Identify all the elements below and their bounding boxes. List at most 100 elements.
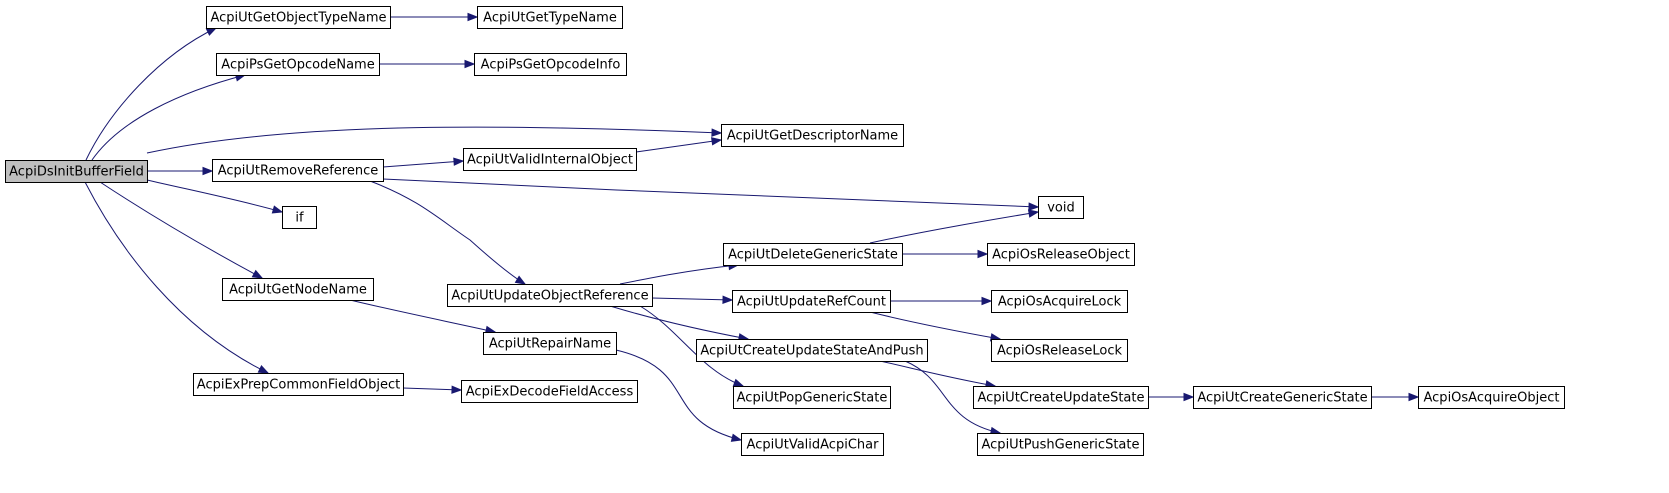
edge-n0-n5 [146, 126, 723, 154]
edge-arrowhead [205, 27, 218, 36]
node-box[interactable] [212, 159, 384, 182]
node-label: AcpiUtRemoveReference [218, 164, 379, 179]
function-node[interactable]: AcpiUtPushGenericState [977, 433, 1144, 456]
node-box[interactable] [1038, 196, 1084, 219]
node-box[interactable] [721, 124, 904, 147]
node-box[interactable] [741, 433, 884, 456]
node-box[interactable] [977, 433, 1144, 456]
edge-arrowhead [514, 275, 527, 285]
function-node[interactable]: AcpiOsAcquireObject [1418, 386, 1565, 409]
function-node[interactable]: AcpiOsReleaseObject [987, 243, 1135, 266]
node-box[interactable] [216, 53, 380, 76]
edge-line [382, 178, 1039, 208]
edge-n0-n12 [99, 181, 264, 279]
function-node[interactable]: AcpiExDecodeFieldAccess [461, 380, 638, 403]
edge-line [635, 139, 722, 153]
function-node[interactable]: AcpiUtGetTypeName [477, 6, 623, 29]
node-label: AcpiUtValidAcpiChar [747, 438, 880, 453]
function-node[interactable]: AcpiPsGetOpcodeName [216, 53, 380, 76]
node-label: AcpiUtCreateUpdateState [978, 391, 1145, 406]
function-node[interactable]: AcpiExPrepCommonFieldObject [193, 373, 404, 396]
function-node[interactable]: AcpiUtUpdateObjectReference [447, 284, 653, 307]
node-box[interactable] [461, 380, 638, 403]
node-box[interactable] [732, 290, 891, 313]
function-node[interactable]: if [282, 206, 317, 229]
edge-arrowhead [730, 433, 743, 442]
function-node[interactable]: AcpiUtGetNodeName [222, 278, 374, 301]
function-node[interactable]: AcpiUtGetDescriptorName [721, 124, 904, 147]
function-node[interactable]: AcpiUtCreateGenericState [1193, 386, 1372, 409]
edge-n10-n11 [902, 249, 989, 259]
edge-line [85, 27, 217, 161]
edge-arrowhead [1027, 209, 1040, 218]
node-box[interactable] [222, 278, 374, 301]
function-node[interactable]: AcpiOsReleaseLock [991, 339, 1128, 362]
node-label: AcpiUtRepairName [489, 337, 611, 352]
edge-n10-n8 [869, 209, 1040, 244]
edge-n0-n6 [147, 166, 214, 176]
edge-n7-n5 [635, 137, 723, 153]
edge-arrowhead [453, 157, 465, 166]
edge-line [651, 297, 733, 301]
edge-line [146, 179, 283, 213]
function-node[interactable]: AcpiUtCreateUpdateStateAndPush [696, 339, 928, 362]
node-box[interactable] [973, 386, 1149, 409]
edge-arrowhead [981, 296, 993, 306]
node-box[interactable] [447, 284, 653, 307]
edge-line [619, 264, 739, 285]
function-node[interactable]: AcpiUtCreateUpdateState [973, 386, 1149, 409]
edge-n17-n21 [879, 360, 997, 389]
nodes-layer: AcpiDsInitBufferField AcpiUtGetObjectType… [5, 6, 1565, 456]
node-box[interactable] [477, 6, 623, 29]
node-box[interactable] [5, 160, 148, 183]
node-box[interactable] [282, 206, 317, 229]
node-box[interactable] [987, 243, 1135, 266]
edge-line [609, 305, 749, 340]
function-node[interactable]: AcpiUtPopGenericState [733, 386, 891, 409]
edge-line [639, 305, 744, 387]
node-box[interactable] [991, 339, 1128, 362]
node-box[interactable] [206, 6, 391, 29]
node-box[interactable] [1193, 386, 1372, 409]
node-box[interactable] [733, 386, 891, 409]
edge-arrowhead [1028, 202, 1040, 211]
function-node[interactable]: AcpiOsAcquireLock [991, 290, 1128, 313]
edge-n21-n22 [1148, 392, 1195, 402]
edge-n0-n3 [91, 73, 247, 161]
node-box[interactable] [193, 373, 404, 396]
edge-line [402, 387, 462, 391]
function-node[interactable]: AcpiUtUpdateRefCount [732, 290, 891, 313]
edge-n14-n18 [869, 311, 1002, 342]
node-box[interactable] [463, 148, 637, 171]
node-label: AcpiUtPopGenericState [737, 391, 888, 406]
function-node[interactable]: AcpiUtRepairName [483, 332, 617, 355]
node-label: AcpiUtUpdateObjectReference [451, 289, 648, 304]
node-box[interactable] [1418, 386, 1565, 409]
edge-n6-n7 [382, 157, 465, 168]
function-node[interactable]: AcpiUtDeleteGenericState [723, 243, 903, 266]
edge-line [349, 299, 496, 333]
node-box[interactable] [723, 243, 903, 266]
edge-line [84, 181, 269, 374]
edge-n13-n24 [639, 305, 745, 387]
edge-n6-n8 [382, 178, 1040, 211]
edge-arrowhead [451, 385, 463, 394]
root-function-node[interactable]: AcpiDsInitBufferField [5, 160, 148, 183]
node-box[interactable] [474, 53, 627, 76]
node-box[interactable] [991, 290, 1128, 313]
function-node[interactable]: void [1038, 196, 1084, 219]
edge-line [146, 126, 722, 154]
function-node[interactable]: AcpiUtValidInternalObject [463, 148, 637, 171]
function-node[interactable]: AcpiUtValidAcpiChar [741, 433, 884, 456]
function-node[interactable]: AcpiUtRemoveReference [212, 159, 384, 182]
node-label: if [295, 211, 304, 226]
edge-n17-n26 [904, 360, 1002, 436]
node-box[interactable] [483, 332, 617, 355]
function-node[interactable]: AcpiUtGetObjectTypeName [206, 6, 391, 29]
node-label: AcpiOsAcquireLock [998, 295, 1122, 310]
edge-arrowhead [271, 205, 284, 214]
edge-arrowhead [464, 59, 476, 69]
function-node[interactable]: AcpiPsGetOpcodeInfo [474, 53, 627, 76]
edge-n0-n1 [85, 27, 218, 161]
node-box[interactable] [696, 339, 928, 362]
